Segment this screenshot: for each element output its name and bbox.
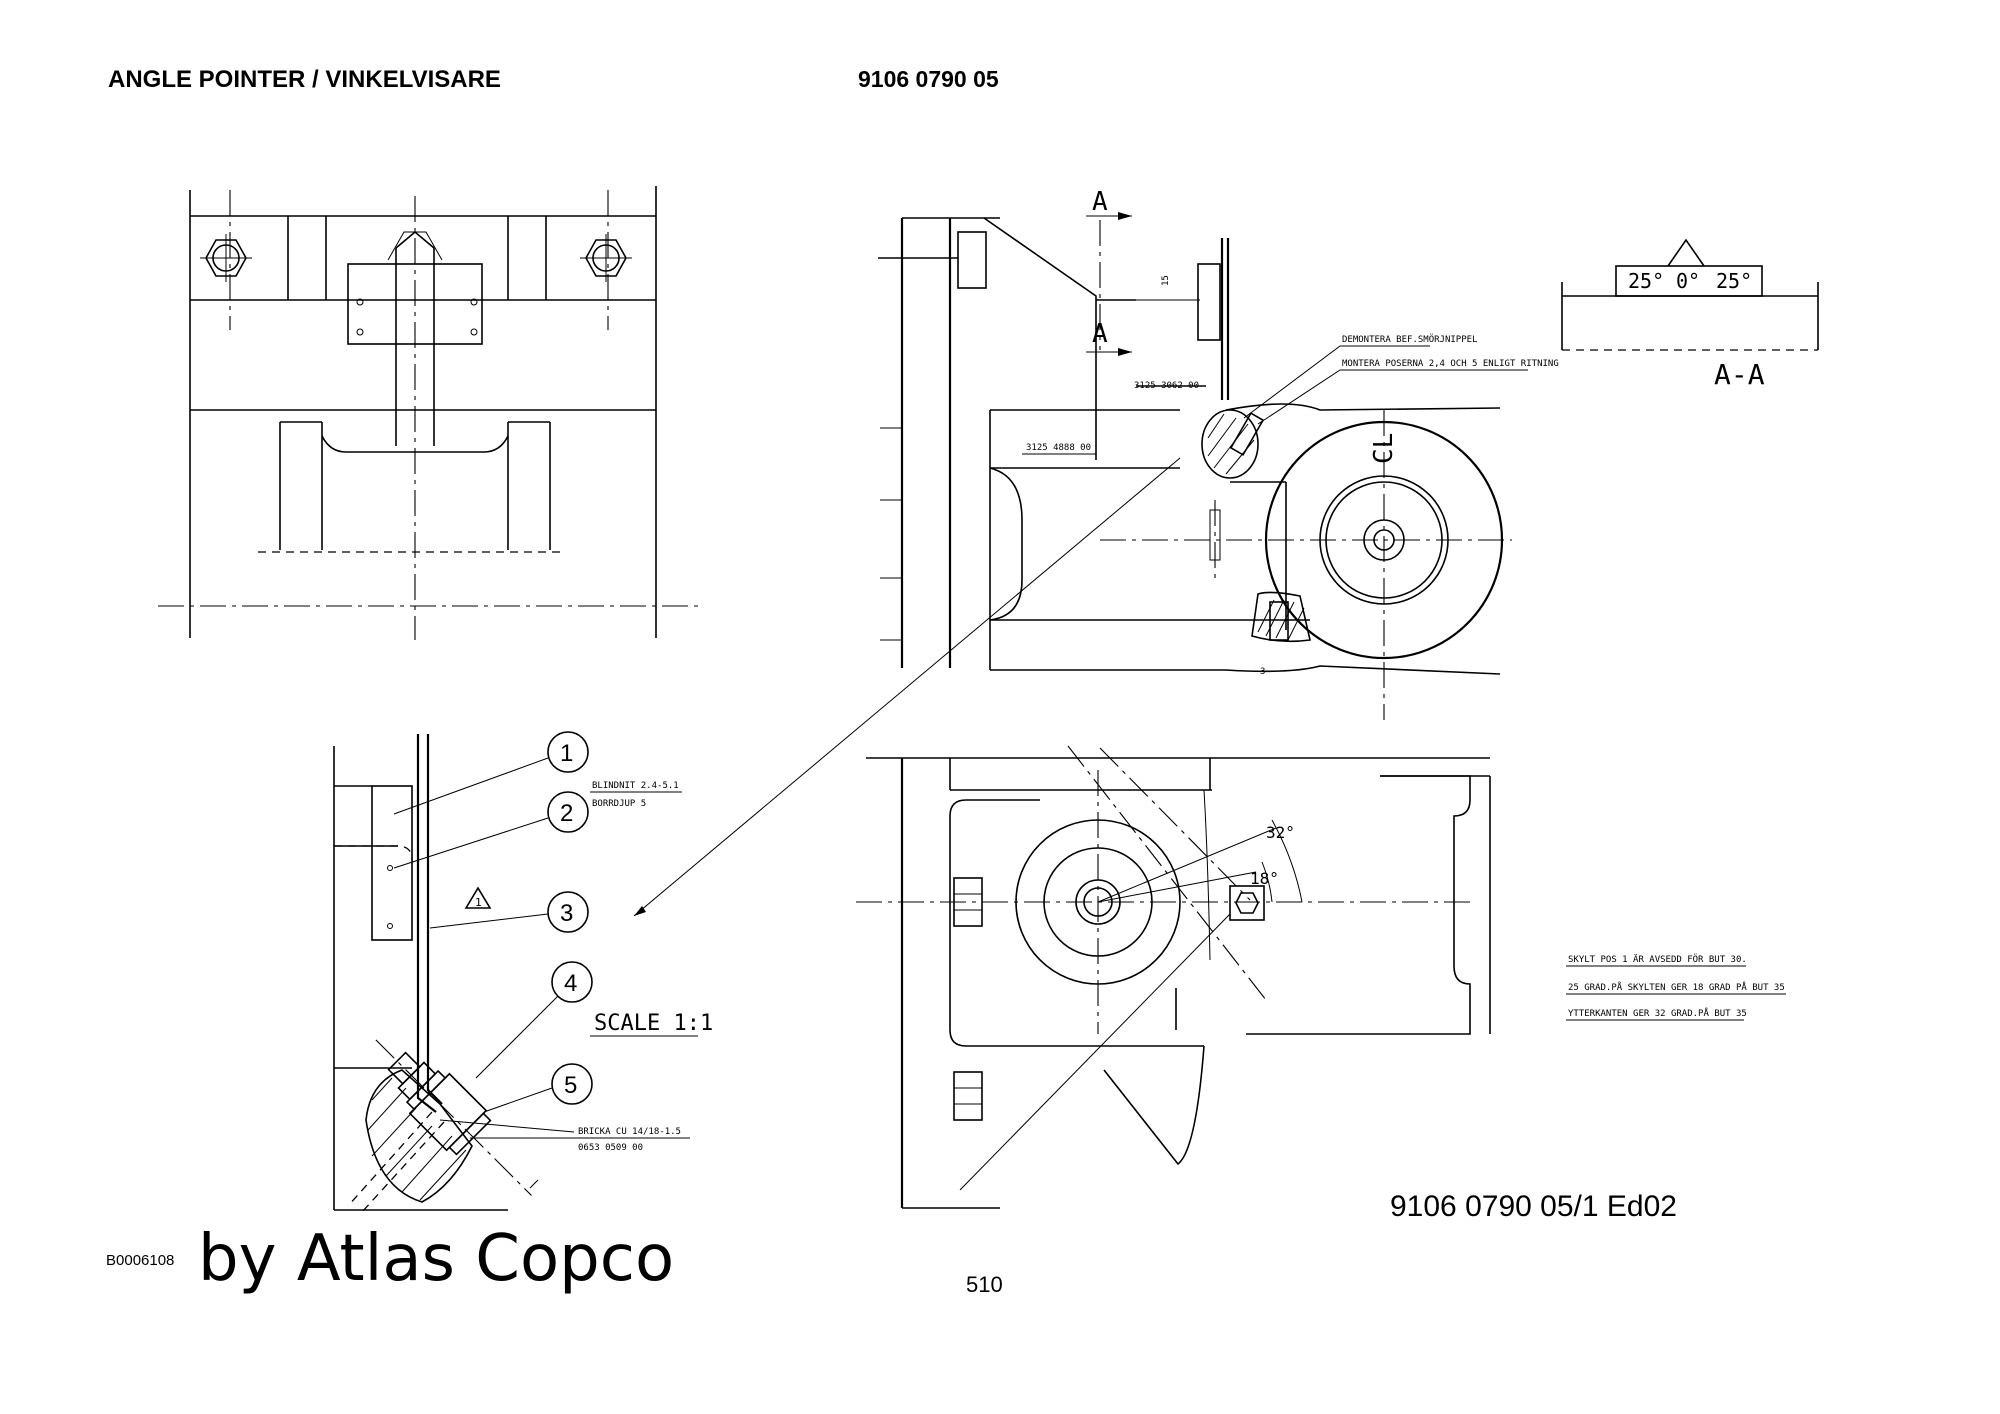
angle-scale-right: 25° <box>1716 269 1752 293</box>
note-bricka-part: 0653 0509 00 <box>578 1143 643 1153</box>
svg-text:2: 2 <box>560 800 573 827</box>
document-reference: 9106 0790 05/1 Ed02 <box>1390 1190 1677 1223</box>
note-right-3: YTTERKANTEN GER 32 GRAD.PÅ BUT 35 <box>1568 1007 1747 1019</box>
callout-2: 2 <box>393 791 589 869</box>
note-right-2: 25 GRAD.PÅ SKYLTEN GER 18 GRAD PÅ BUT 35 <box>1568 981 1785 993</box>
scale-label: SCALE 1:1 <box>594 1011 713 1036</box>
svg-text:3: 3 <box>560 900 573 927</box>
angle-scale-center: 0° <box>1676 269 1700 293</box>
note-blindnit: BLINDNIT 2.4-5.1 <box>592 781 679 791</box>
angle-18: 18° <box>1250 869 1279 888</box>
callout-1: 1 <box>393 731 589 815</box>
top-left-view <box>158 186 702 640</box>
part-number: 9106 0790 05 <box>858 66 999 92</box>
callout-4: 4 <box>475 961 593 1079</box>
part-3125-3062: 3125 3062 00 <box>1134 381 1199 391</box>
section-a-a: 25° 0° 25° A-A <box>1561 238 1819 391</box>
section-label-a-top: A <box>1092 187 1108 217</box>
warning-symbol-number: 1 <box>475 896 482 909</box>
section-view-label: A-A <box>1714 358 1765 391</box>
centerline-mark: CL <box>1369 433 1399 464</box>
callout-3: 3 <box>429 891 589 933</box>
svg-text:1: 1 <box>560 740 573 767</box>
note-right-1: SKYLT POS 1 ÄR AVSEDD FÖR BUT 30. <box>1568 954 1747 965</box>
note-bricka: BRICKA CU 14/18-1.5 <box>578 1127 681 1137</box>
svg-text:5: 5 <box>564 1072 577 1099</box>
svg-text:4: 4 <box>564 970 577 997</box>
image-id: B0006108 <box>106 1252 175 1269</box>
angle-scale-left: 25° <box>1628 269 1664 293</box>
section-label-a-bottom: A <box>1092 319 1108 349</box>
detail-3: 3 <box>1260 667 1265 677</box>
angle-32: 32° <box>1266 823 1295 842</box>
side-view: A A 15 3125 3062 00 DEMONTERA BEF.SMÖRJN… <box>878 187 1559 720</box>
note-demontera: DEMONTERA BEF.SMÖRJNIPPEL <box>1342 334 1477 345</box>
callout-5: 5 <box>483 1063 593 1113</box>
warning-triangle-icon <box>464 886 492 909</box>
detail-view: 1 2 3 4 5 1 BLINDNIT 2.4-5.1 BORRDJU <box>333 731 713 1213</box>
note-borrdjup: BORRDJUP 5 <box>592 799 646 809</box>
part-3125-4888: 3125 4888 00 <box>1026 443 1091 453</box>
brand-watermark: by Atlas Copco <box>198 1222 675 1296</box>
plan-view: 32° 18° SKYLT POS 1 ÄR AVSEDD FÖR BUT 30… <box>856 745 1786 1209</box>
page-title: ANGLE POINTER / VINKELVISARE <box>108 66 501 93</box>
note-montera: MONTERA POSERNA 2,4 OCH 5 ENLIGT RITNING <box>1342 359 1559 369</box>
angle-scale: 25° 0° 25° <box>1628 269 1752 293</box>
page-number: 510 <box>966 1272 1003 1297</box>
dim-15: 15 <box>1161 275 1171 286</box>
